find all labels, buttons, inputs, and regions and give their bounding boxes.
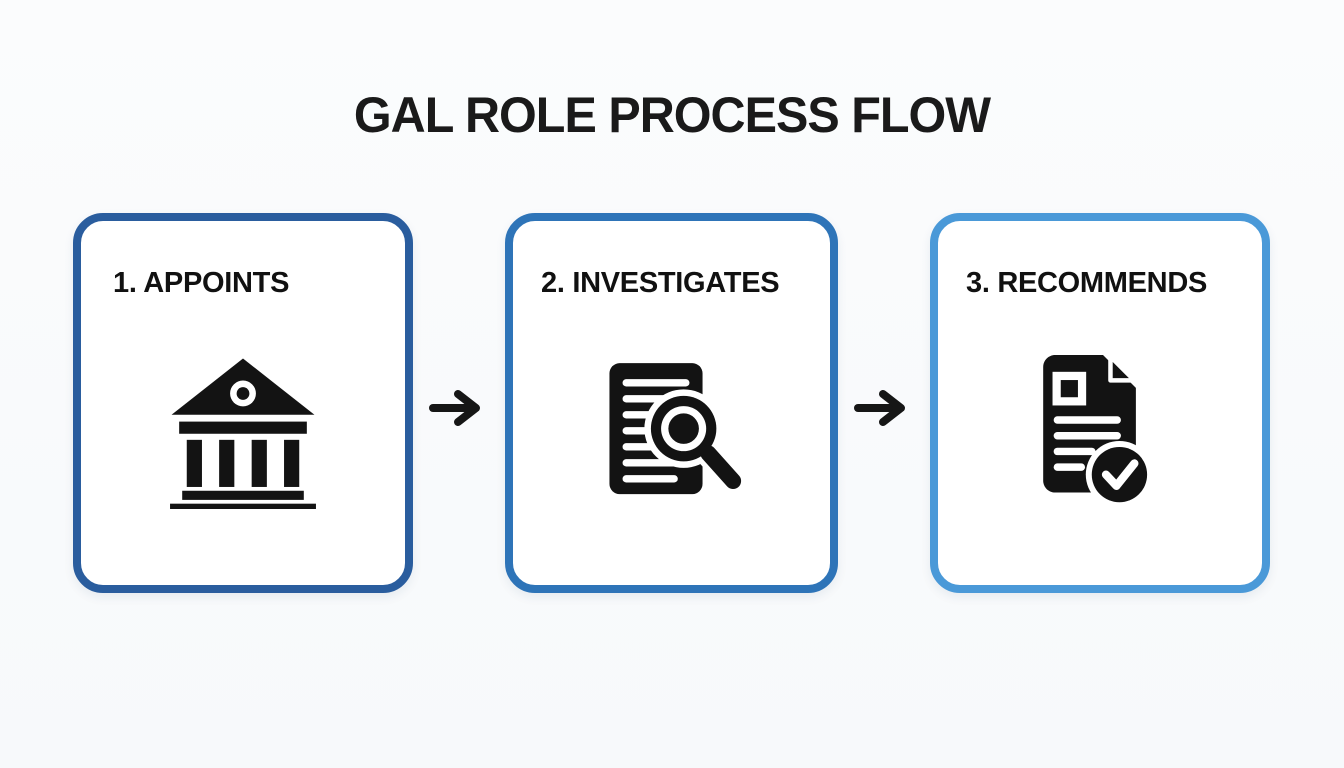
right-arrow-icon	[429, 381, 489, 435]
document-checkmark-icon	[1020, 354, 1180, 511]
step-label-investigates: 2. INVESTIGATES	[541, 267, 780, 299]
right-arrow-icon	[854, 381, 914, 435]
step-label-recommends: 3. RECOMMENDS	[966, 267, 1208, 299]
page-title: GAL ROLE PROCESS FLOW	[353, 87, 991, 143]
document-magnifier-icon	[592, 355, 752, 511]
courthouse-icon	[163, 355, 323, 511]
step-box-appoints: 1. APPOINTS	[73, 213, 413, 593]
step-box-recommends: 3. RECOMMENDS	[930, 213, 1270, 593]
step-box-investigates: 2. INVESTIGATES	[505, 213, 838, 593]
step-label-appoints: 1. APPOINTS	[113, 267, 290, 299]
